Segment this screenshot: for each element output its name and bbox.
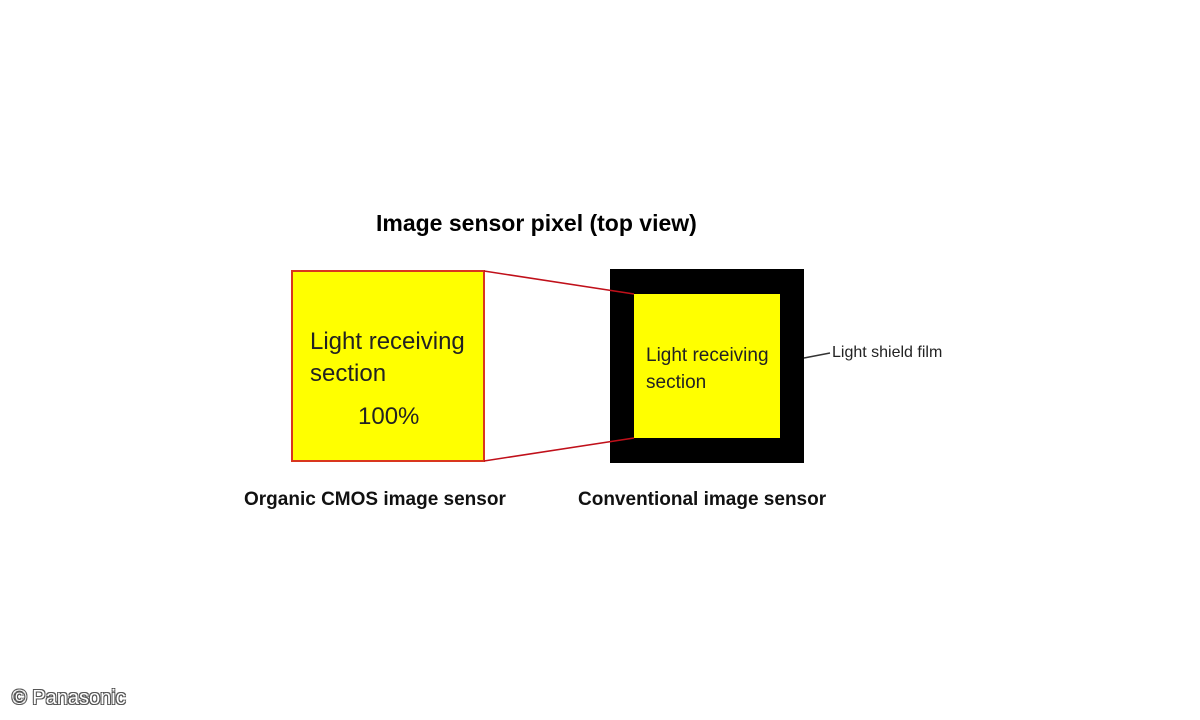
organic-pixel-box	[291, 270, 485, 462]
organic-section-label-line2: section	[310, 360, 387, 387]
shield-leader-line	[803, 352, 831, 359]
organic-section-label-line1: Light receiving	[310, 328, 465, 355]
organic-section-label: Light receiving section	[310, 326, 465, 390]
connector-line-top	[483, 270, 635, 295]
light-shield-film-label: Light shield film	[832, 344, 943, 361]
conventional-sensor-caption: Conventional image sensor	[578, 489, 827, 510]
conventional-section-label-line1: Light receiving	[646, 345, 769, 366]
organic-percent-label: 100%	[358, 403, 420, 430]
copyright-credit: © Panasonic	[12, 687, 126, 709]
conventional-receiving-section	[634, 294, 780, 438]
organic-sensor-caption: Organic CMOS image sensor	[244, 489, 506, 510]
diagram-title: Image sensor pixel (top view)	[376, 210, 697, 236]
connector-line-bottom	[483, 437, 635, 462]
conventional-section-label: Light receiving section	[646, 342, 769, 396]
conventional-section-label-line2: section	[646, 372, 707, 393]
